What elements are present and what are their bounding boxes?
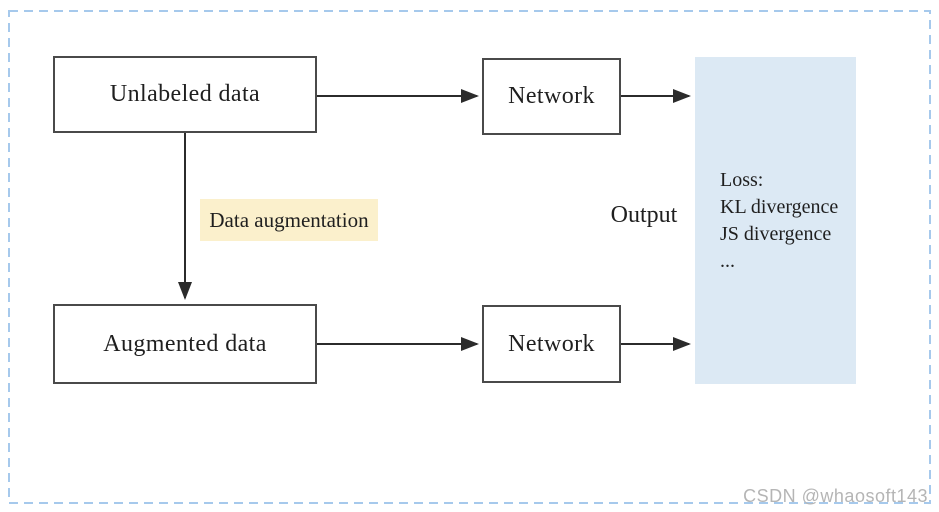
node-augmented-data: Augmented data xyxy=(53,304,317,384)
node-network-top: Network xyxy=(482,58,621,135)
loss-panel-line-ellipsis: ... xyxy=(720,250,735,272)
watermark-text: CSDN @whaosoft143 xyxy=(743,486,928,506)
node-unlabeled-data: Unlabeled data xyxy=(53,56,317,133)
loss-panel-title: Loss: xyxy=(720,169,764,191)
label-output: Output xyxy=(610,202,678,228)
loss-panel-line-js: JS divergence xyxy=(720,223,832,245)
node-network-bottom: Network xyxy=(482,305,621,383)
label-data-augmentation: Data augmentation xyxy=(200,199,378,241)
loss-panel-line-kl: KL divergence xyxy=(720,196,839,218)
loss-panel: Loss: KL divergence JS divergence ... xyxy=(695,57,856,384)
